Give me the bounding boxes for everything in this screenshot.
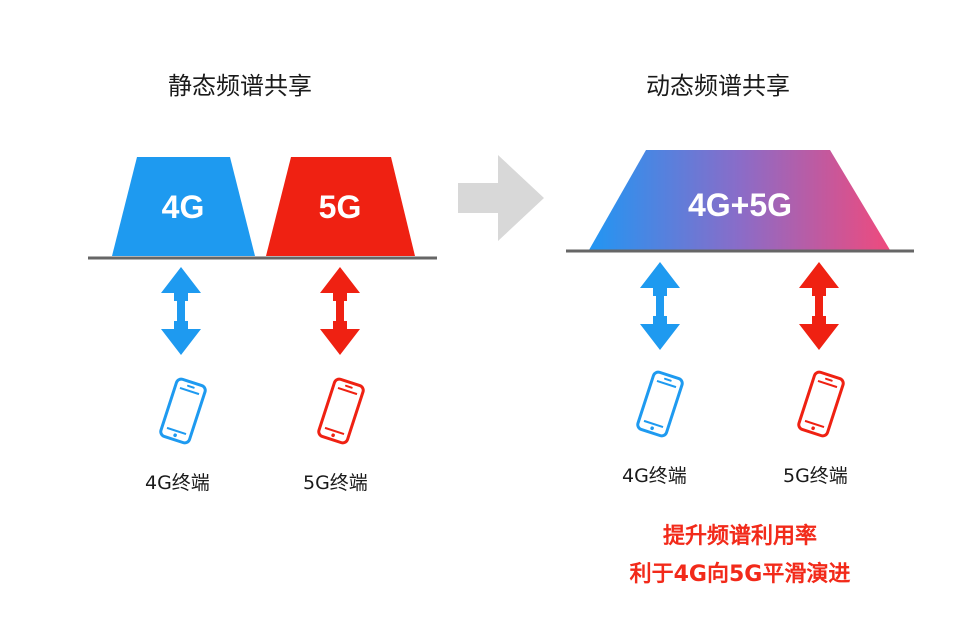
smartphone-icon xyxy=(315,376,367,446)
benefit-line-1: 提升频谱利用率 xyxy=(662,524,817,549)
band-combined-trapezoid xyxy=(589,150,890,250)
dynamic-sharing-title: 动态频谱共享 xyxy=(646,72,790,100)
static-sharing-title: 静态频谱共享 xyxy=(168,72,312,100)
double-arrow-icon xyxy=(320,267,360,355)
smartphone-icon xyxy=(634,369,686,439)
static-terminal-5g-label: 5G终端 xyxy=(303,472,368,494)
band-5g-label: 5G xyxy=(319,189,362,225)
dynamic-terminal-5g-label: 5G终端 xyxy=(783,465,848,487)
band-5g-trapezoid xyxy=(266,157,415,256)
smartphone-icon xyxy=(795,369,847,439)
dynamic-terminal-4g-label: 4G终端 xyxy=(622,465,687,487)
double-arrow-icon xyxy=(640,262,680,350)
double-arrow-icon xyxy=(799,262,839,350)
smartphone-icon xyxy=(157,376,209,446)
band-4g-trapezoid xyxy=(112,157,255,256)
benefit-line-2: 利于4G向5G平滑演进 xyxy=(629,562,851,587)
band-4g-label: 4G xyxy=(162,189,205,225)
double-arrow-icon xyxy=(161,267,201,355)
band-combined-label: 4G+5G xyxy=(688,187,792,223)
right-arrow-icon xyxy=(458,155,544,241)
static-terminal-4g-label: 4G终端 xyxy=(145,472,210,494)
